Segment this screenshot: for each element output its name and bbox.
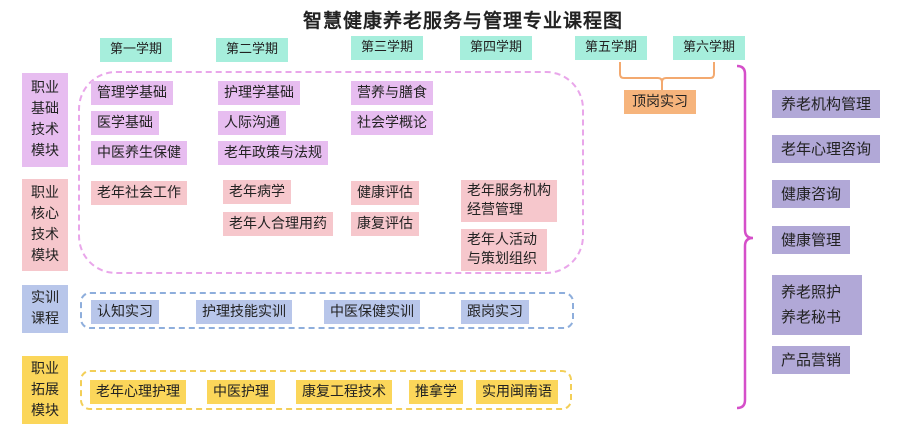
- module-core-label: 职业核心技术模块: [22, 179, 68, 271]
- course-nutrition-diet: 营养与膳食: [351, 81, 433, 105]
- course-elderly-policy-law: 老年政策与法规: [218, 141, 328, 165]
- course-minnan-dialect: 实用闽南语: [476, 380, 558, 404]
- semester-3-label: 第三学期: [351, 36, 423, 60]
- extension-frame: [80, 370, 572, 410]
- course-tcm-nursing: 中医护理: [207, 380, 275, 404]
- career-elderly-institution-management: 养老机构管理: [772, 90, 881, 118]
- career-product-marketing: 产品营销: [772, 346, 851, 374]
- course-elderly-psych-nursing: 老年心理护理: [90, 380, 186, 404]
- course-tcm-health: 中医养生保健: [91, 141, 187, 165]
- training-frame: [80, 292, 574, 329]
- course-elderly-social-work: 老年社会工作: [91, 181, 187, 205]
- foundation-core-frame: [78, 71, 584, 274]
- course-geriatrics: 老年病学: [223, 180, 291, 204]
- diagram-title: 智慧健康养老服务与管理专业课程图: [302, 10, 623, 32]
- course-activity-planning: 老年人活动与策划组织: [461, 229, 547, 271]
- career-brace: [736, 64, 754, 410]
- semester-6-label: 第六学期: [673, 36, 745, 60]
- career-health-management: 健康管理: [772, 226, 851, 254]
- module-extension-label: 职业拓展模块: [22, 356, 68, 424]
- semester-1-label: 第一学期: [100, 38, 172, 62]
- career-elderly-psych-counseling: 老年心理咨询: [772, 135, 881, 163]
- course-sociology-intro: 社会学概论: [351, 111, 433, 135]
- course-rehab-assessment: 康复评估: [351, 212, 419, 236]
- module-foundation-label: 职业基础技术模块: [22, 73, 68, 167]
- semester-2-label: 第二学期: [216, 38, 288, 62]
- course-interpersonal-communication: 人际沟通: [218, 111, 286, 135]
- module-training-label: 实训课程: [22, 285, 68, 333]
- career-elderly-secretary: 养老秘书: [781, 308, 842, 326]
- course-tcm-care-training: 中医保健实训: [324, 300, 420, 324]
- career-care-secretary-group: 养老照护 养老秘书: [772, 275, 862, 335]
- course-health-assessment: 健康评估: [351, 181, 419, 205]
- course-shadow-internship: 跟岗实习: [461, 300, 529, 324]
- semester-5-label: 第五学期: [575, 36, 647, 60]
- course-medical-basics: 医学基础: [91, 111, 159, 135]
- course-rehab-engineering: 康复工程技术: [296, 380, 392, 404]
- career-elderly-care: 养老照护: [781, 283, 842, 301]
- course-massage: 推拿学: [409, 380, 463, 404]
- course-service-org-management: 老年服务机构经营管理: [461, 180, 557, 222]
- course-nursing-skills-training: 护理技能实训: [196, 300, 292, 324]
- course-elderly-medication: 老年人合理用药: [223, 212, 333, 236]
- semester-5-6-connector: [619, 62, 715, 92]
- semester-4-label: 第四学期: [460, 36, 532, 60]
- career-health-consulting: 健康咨询: [772, 180, 851, 208]
- course-cognitive-internship: 认知实习: [91, 300, 159, 324]
- internship-course: 顶岗实习: [624, 90, 696, 114]
- course-nursing-basics: 护理学基础: [218, 81, 300, 105]
- course-management-basics: 管理学基础: [91, 81, 173, 105]
